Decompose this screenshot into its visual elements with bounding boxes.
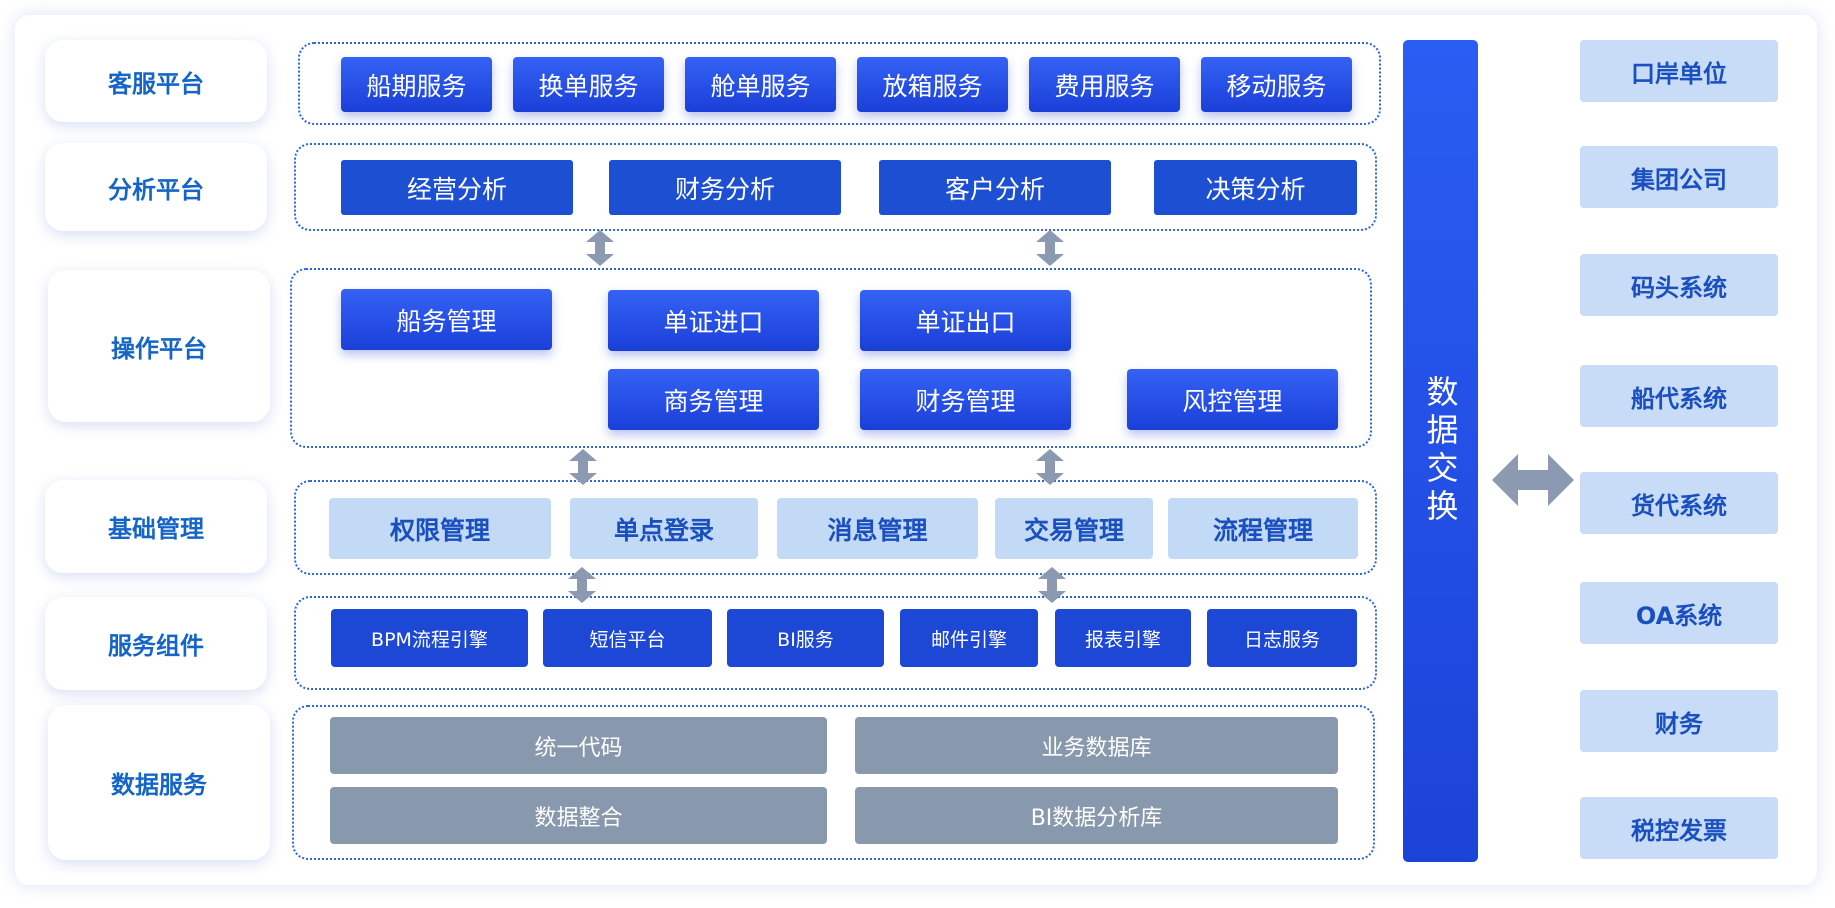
tile-container-release[interactable]: 放箱服务 <box>857 57 1008 112</box>
double-arrow-icon <box>1036 449 1064 485</box>
double-arrow-icon <box>1036 230 1064 266</box>
external-port-authority[interactable]: 口岸单位 <box>1580 40 1778 102</box>
tile-data-integration[interactable]: 数据整合 <box>330 787 827 844</box>
layer-label-operation: 操作平台 <box>48 270 270 422</box>
tile-customer-analysis[interactable]: 客户分析 <box>879 160 1111 215</box>
external-group-company[interactable]: 集团公司 <box>1580 146 1778 208</box>
horizontal-double-arrow-icon <box>1492 454 1574 506</box>
external-terminal-system[interactable]: 码头系统 <box>1580 254 1778 316</box>
tile-mobile[interactable]: 移动服务 <box>1201 57 1352 112</box>
tile-transaction-management[interactable]: 交易管理 <box>995 498 1153 559</box>
tile-permission-management[interactable]: 权限管理 <box>329 498 551 559</box>
tile-document-import[interactable]: 单证进口 <box>608 290 819 351</box>
tile-finance-management[interactable]: 财务管理 <box>860 369 1071 430</box>
tile-risk-management[interactable]: 风控管理 <box>1127 369 1338 430</box>
tile-ship-management[interactable]: 船务管理 <box>341 289 552 350</box>
double-arrow-icon <box>586 230 614 266</box>
row-operation <box>290 268 1372 448</box>
data-exchange-bar: 数据交换 <box>1403 40 1478 862</box>
tile-manifest[interactable]: 舱单服务 <box>685 57 836 112</box>
tile-unified-code[interactable]: 统一代码 <box>330 717 827 774</box>
row-service <box>298 42 1381 125</box>
double-arrow-icon <box>569 449 597 485</box>
row-analysis <box>294 143 1377 231</box>
tile-message-management[interactable]: 消息管理 <box>777 498 978 559</box>
tile-operation-analysis[interactable]: 经营分析 <box>341 160 573 215</box>
tile-bi-service[interactable]: BI服务 <box>727 609 884 667</box>
layer-label-base: 基础管理 <box>45 480 267 573</box>
tile-sms-platform[interactable]: 短信平台 <box>543 609 712 667</box>
double-arrow-icon <box>1038 567 1066 603</box>
external-finance[interactable]: 财务 <box>1580 690 1778 752</box>
tile-finance-analysis[interactable]: 财务分析 <box>609 160 841 215</box>
external-tax-invoice[interactable]: 税控发票 <box>1580 797 1778 859</box>
row-base <box>294 480 1377 575</box>
row-components <box>294 596 1377 690</box>
tile-order-exchange[interactable]: 换单服务 <box>513 57 664 112</box>
tile-fee[interactable]: 费用服务 <box>1029 57 1180 112</box>
row-data <box>292 705 1375 860</box>
tile-business-database[interactable]: 业务数据库 <box>855 717 1338 774</box>
tile-process-management[interactable]: 流程管理 <box>1168 498 1358 559</box>
tile-ship-schedule[interactable]: 船期服务 <box>341 57 492 112</box>
double-arrow-icon <box>568 567 596 603</box>
layer-label-components: 服务组件 <box>45 597 267 690</box>
tile-bpm-engine[interactable]: BPM流程引擎 <box>331 609 528 667</box>
tile-single-sign-on[interactable]: 单点登录 <box>570 498 758 559</box>
layer-label-data: 数据服务 <box>48 705 270 860</box>
tile-report-engine[interactable]: 报表引擎 <box>1055 609 1191 667</box>
tile-document-export[interactable]: 单证出口 <box>860 290 1071 351</box>
external-ship-agent-system[interactable]: 船代系统 <box>1580 365 1778 427</box>
tile-decision-analysis[interactable]: 决策分析 <box>1154 160 1357 215</box>
external-oa-system[interactable]: OA系统 <box>1580 582 1778 644</box>
tile-bi-analysis-database[interactable]: BI数据分析库 <box>855 787 1338 844</box>
data-exchange-label: 数据交换 <box>1421 375 1460 527</box>
tile-log-service[interactable]: 日志服务 <box>1207 609 1357 667</box>
layer-label-service: 客服平台 <box>45 40 267 122</box>
layer-label-analysis: 分析平台 <box>45 143 267 231</box>
tile-mail-engine[interactable]: 邮件引擎 <box>900 609 1038 667</box>
external-freight-forwarder-system[interactable]: 货代系统 <box>1580 472 1778 534</box>
tile-business-management[interactable]: 商务管理 <box>608 369 819 430</box>
